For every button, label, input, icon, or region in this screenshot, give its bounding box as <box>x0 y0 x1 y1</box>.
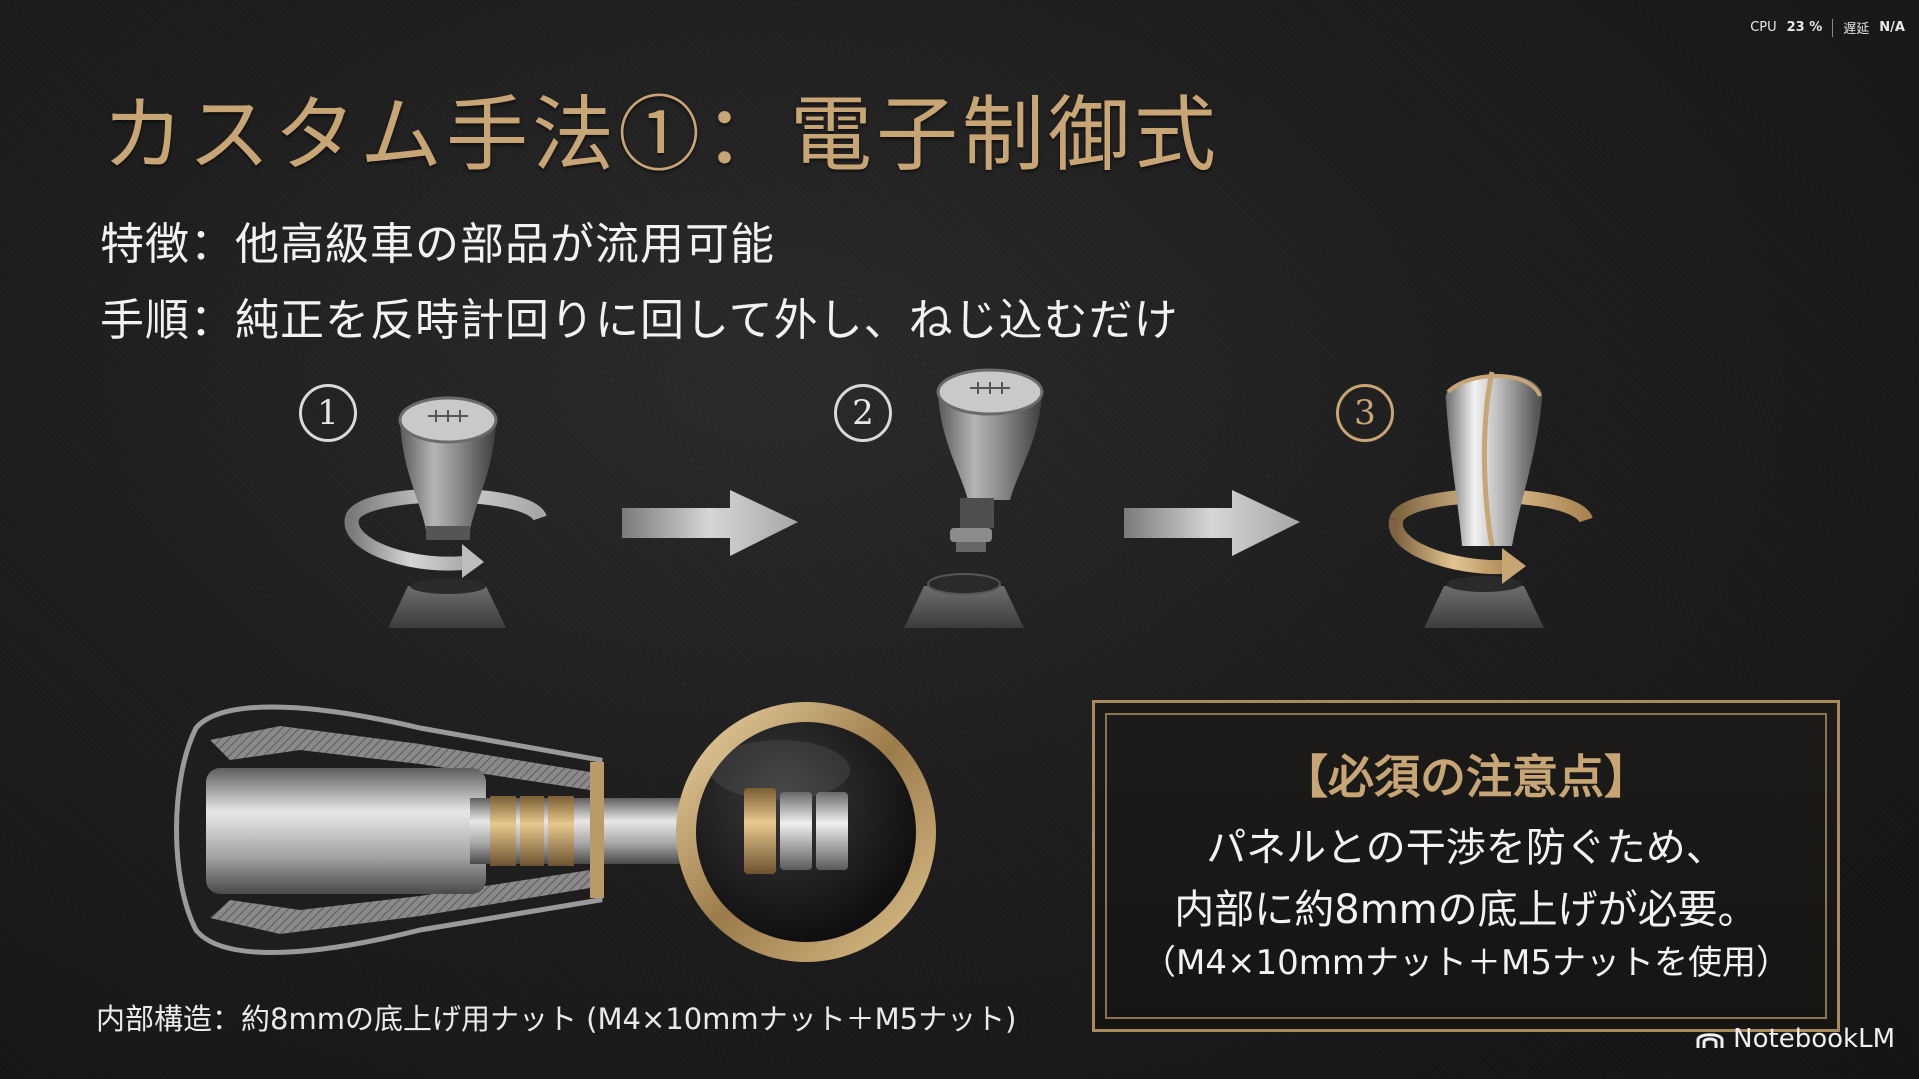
caution-line-2: 内部に約8mmの底上げが必要。 <box>1095 877 1837 935</box>
caution-box: 【必須の注意点】 パネルとの干渉を防ぐため、 内部に約8mmの底上げが必要。 （… <box>1092 700 1840 1032</box>
cutaway-knob <box>177 707 701 953</box>
flow-arrow-1 <box>622 490 798 556</box>
step-number-3: 3 <box>1336 384 1394 442</box>
caution-line-1: パネルとの干渉を防ぐため、 <box>1095 815 1837 873</box>
notebooklm-logo-icon <box>1695 1028 1725 1050</box>
internal-structure-caption: 内部構造：約8mmの底上げ用ナット (M4×10mmナット＋M5ナット) <box>96 996 1016 1038</box>
step2-illustration <box>904 370 1042 628</box>
caution-line-3: （M4×10mmナット＋M5ナットを使用） <box>1095 935 1837 984</box>
step1-illustration <box>352 398 540 628</box>
caution-title: 【必須の注意点】 <box>1095 741 1837 807</box>
notebooklm-watermark: NotebookLM <box>1695 1024 1895 1054</box>
flow-arrow-2 <box>1124 490 1300 556</box>
brand-name: NotebookLM <box>1733 1024 1895 1054</box>
magnifier-lens <box>676 702 936 962</box>
step-number-2: 2 <box>834 384 892 442</box>
step-number-1: 1 <box>299 384 357 442</box>
step3-illustration <box>1396 372 1586 628</box>
